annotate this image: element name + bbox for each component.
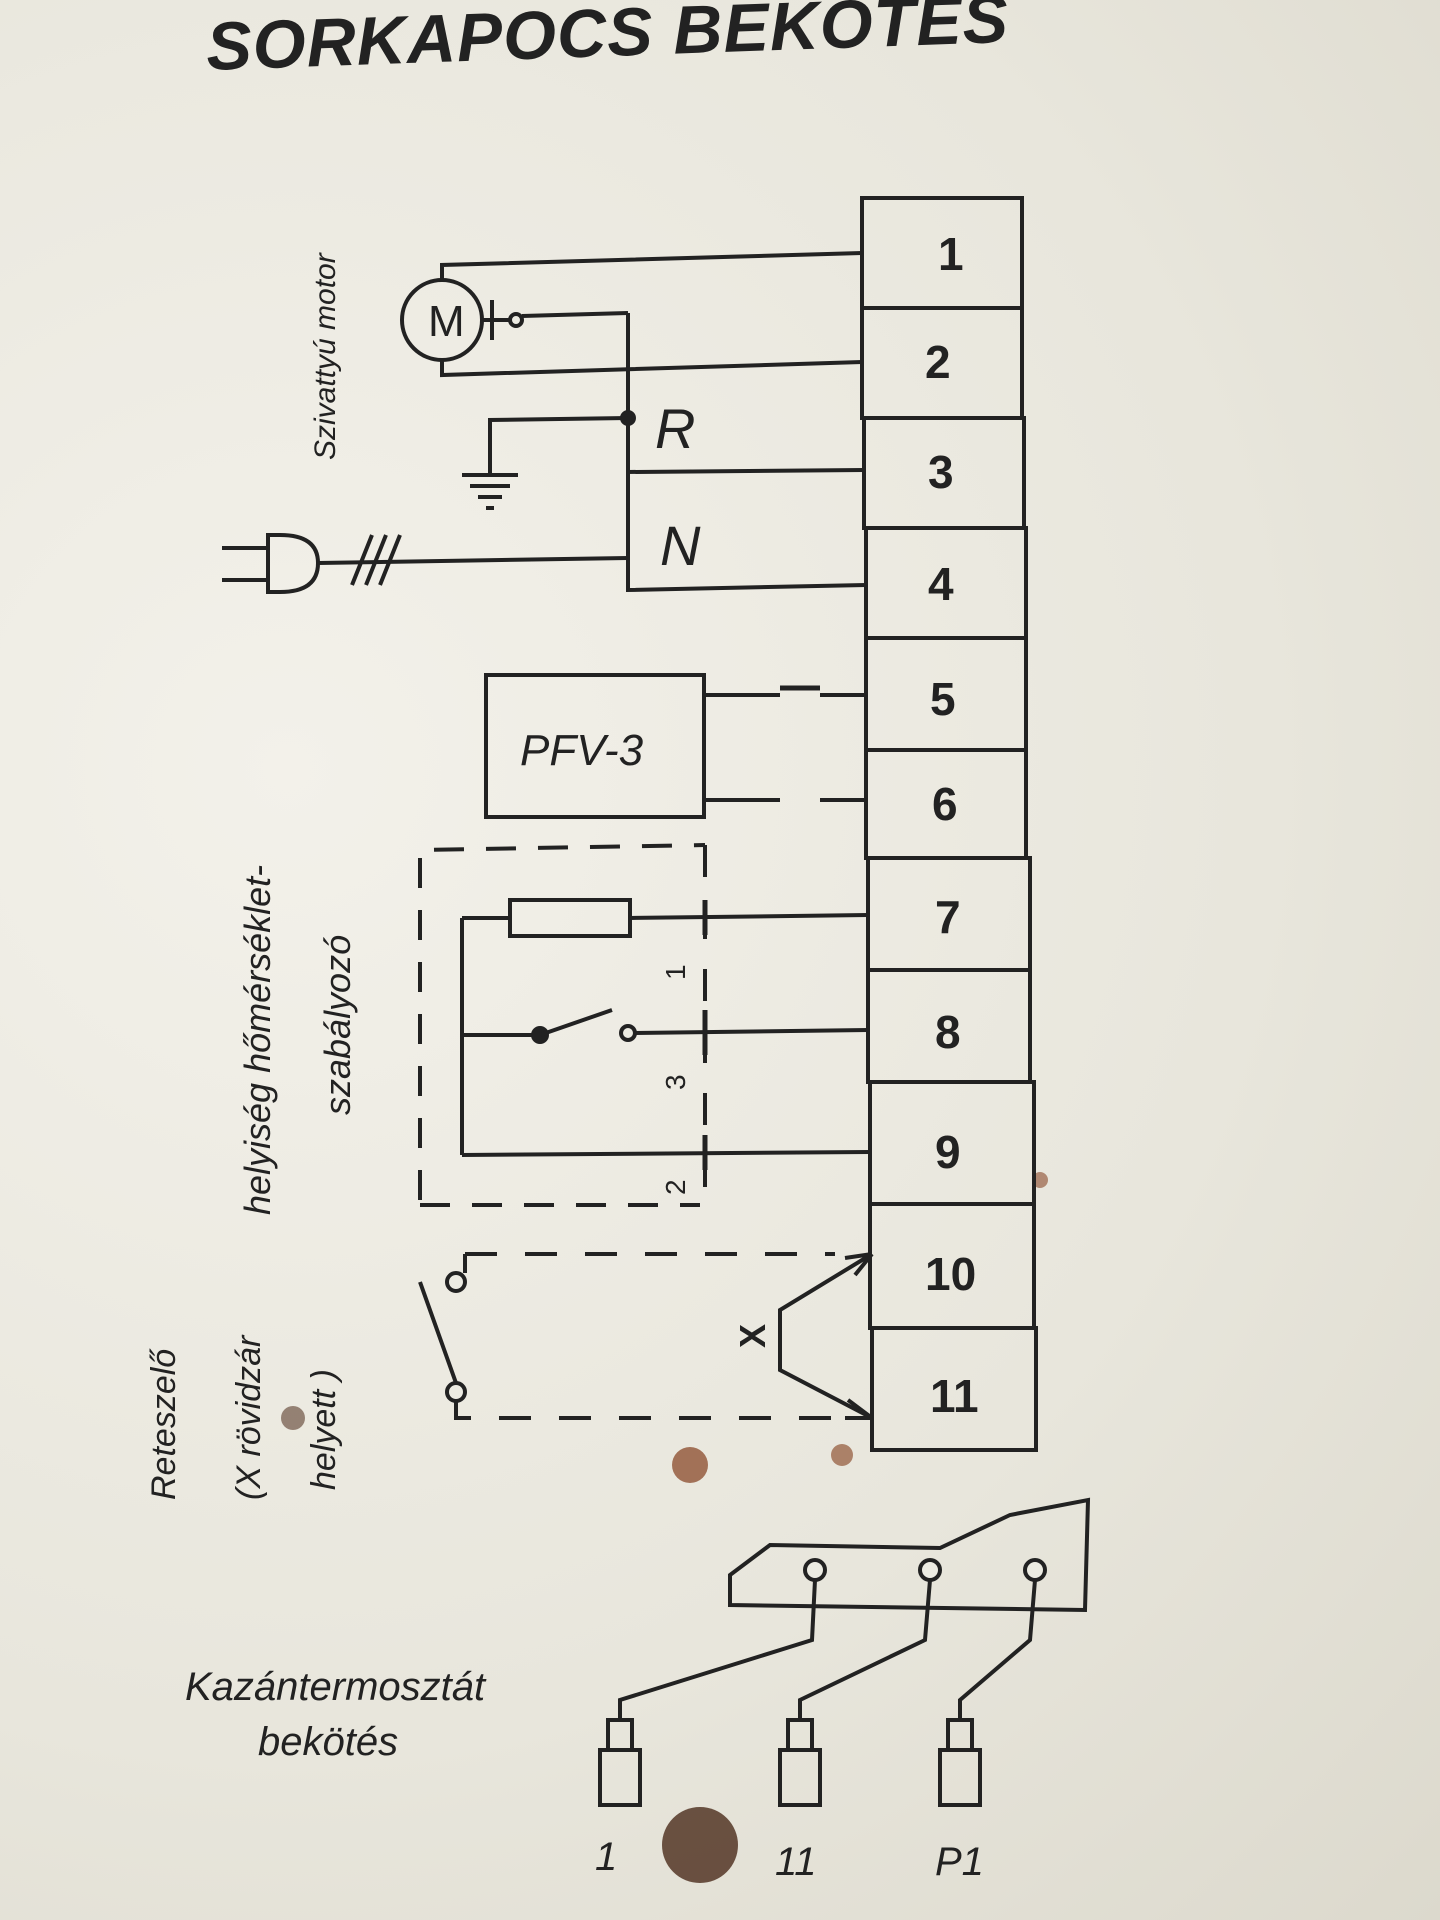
- boiler-thermostat: [598, 1497, 1091, 1807]
- terminal-label: 2: [925, 336, 951, 388]
- boiler-thermostat-label-2: bekötés: [258, 1720, 398, 1764]
- ground-icon: [462, 416, 629, 510]
- thermostat-pin-label: 1: [660, 964, 691, 980]
- interlock-label-2: (X rövidzár: [230, 1334, 268, 1500]
- thermostat-pin-label: 3: [660, 1074, 691, 1090]
- mains-plug-icon: [222, 533, 629, 594]
- terminal-11: [870, 1326, 1038, 1452]
- stain: [662, 1807, 738, 1883]
- pfv-label: PFV-3: [520, 726, 644, 775]
- connector-icon: [778, 1718, 822, 1807]
- terminal-label: 9: [935, 1126, 961, 1178]
- stain: [281, 1406, 305, 1430]
- pump-motor-label: Szivattyú motor: [309, 252, 342, 460]
- terminal-label: 1: [938, 228, 964, 280]
- terminal-label: 6: [932, 778, 958, 830]
- room-thermostat: [418, 843, 871, 1207]
- room-thermostat-label-2: szabályozó: [317, 935, 358, 1115]
- interlock-label-3: helyett ): [305, 1369, 343, 1490]
- phase-label: R: [655, 397, 695, 460]
- terminal-label: 3: [928, 446, 954, 498]
- neutral-label: N: [660, 514, 701, 577]
- pfv3-module: [484, 673, 866, 819]
- interlock-switch: [418, 1252, 874, 1420]
- terminal-label: 4: [928, 558, 954, 610]
- short-x-label: X: [732, 1324, 773, 1348]
- room-thermostat-label-1: helyiség hőmérséklet-: [237, 865, 278, 1215]
- connector-label: 11: [775, 1840, 817, 1884]
- terminal-label: 8: [935, 1006, 961, 1058]
- motor-symbol: M: [428, 297, 465, 346]
- stain: [831, 1444, 853, 1466]
- interlock-label-1: Reteszelő: [145, 1348, 183, 1500]
- terminal-label: 11: [930, 1370, 979, 1422]
- terminal-label: 7: [935, 891, 961, 943]
- terminal-label: 5: [930, 673, 956, 725]
- connector-label: P1: [935, 1840, 984, 1884]
- terminal-label: 10: [925, 1248, 976, 1300]
- thermostat-pin-label: 2: [660, 1179, 691, 1195]
- boiler-thermostat-label-1: Kazántermosztát: [185, 1665, 487, 1709]
- stain: [672, 1447, 708, 1483]
- connector-icon: [938, 1718, 982, 1807]
- connector-label: 1: [595, 1835, 617, 1879]
- connector-icon: [598, 1718, 642, 1807]
